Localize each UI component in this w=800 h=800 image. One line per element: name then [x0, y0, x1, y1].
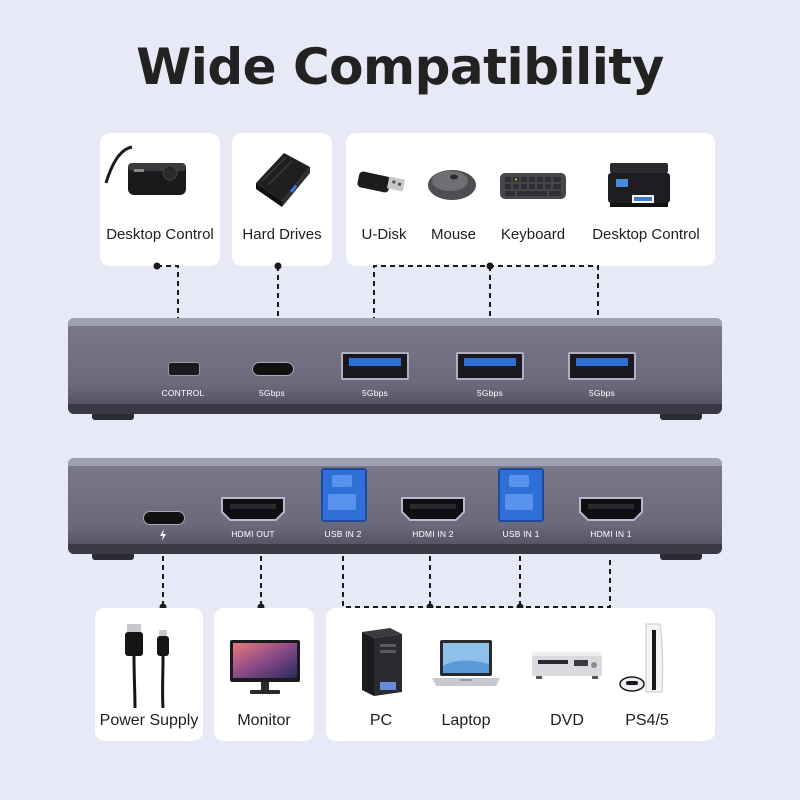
hdmi-in-2-label: HDMI IN 2 [412, 529, 454, 539]
usb-in-1-label: USB IN 1 [502, 529, 540, 539]
usb-b-in-1-port[interactable] [498, 468, 544, 522]
label-desktop-control-2: Desktop Control [592, 226, 700, 243]
printer-icon [608, 163, 670, 207]
hdmi-in-2-port[interactable] [400, 496, 466, 522]
usbc-port[interactable] [252, 362, 294, 376]
label-u-disk: U-Disk [361, 226, 407, 243]
label-desktop-control: Desktop Control [106, 226, 214, 243]
label-monitor: Monitor [237, 712, 291, 729]
lightning-bolt-icon [160, 529, 166, 541]
usb-a-port-1[interactable] [341, 352, 409, 380]
label-laptop: Laptop [441, 712, 491, 729]
mouse-icon [428, 170, 476, 200]
label-hard-drives: Hard Drives [242, 226, 322, 243]
control-port-label: CONTROL [161, 388, 205, 398]
foot [660, 414, 702, 420]
card-hosts: PC Laptop DVD PS4/5 [326, 608, 715, 741]
ps-console-icon [619, 623, 664, 693]
monitor-icon [230, 640, 300, 694]
usb-a-port-2[interactable] [456, 352, 524, 380]
hdmi-out-port[interactable] [220, 496, 286, 522]
card-desktop-control: Desktop Control [100, 133, 220, 266]
usb-a-port-3-label: 5Gbps [588, 388, 616, 398]
hdmi-in-1-label: HDMI IN 1 [590, 529, 632, 539]
laptop-icon [432, 640, 500, 686]
label-pc: PC [369, 712, 393, 729]
label-mouse: Mouse [430, 226, 477, 243]
usb-in-2-label: USB IN 2 [324, 529, 362, 539]
usb-b-in-2-port[interactable] [321, 468, 367, 522]
card-monitor: Monitor [214, 608, 314, 741]
usb-a-port-3[interactable] [568, 352, 636, 380]
hdmi-in-1-port[interactable] [578, 496, 644, 522]
dvd-player-icon [532, 652, 602, 679]
power-cable-icon [125, 624, 169, 708]
usb-a-port-1-label: 5Gbps [361, 388, 389, 398]
card-power-supply: Power Supply [95, 608, 203, 741]
usbc-port-label: 5Gbps [258, 388, 286, 398]
pc-tower-icon [362, 628, 402, 696]
hdmi-out-label: HDMI OUT [231, 529, 275, 539]
hard-drive-icon [256, 153, 310, 207]
card-hard-drives: Hard Drives [232, 133, 332, 266]
label-keyboard: Keyboard [500, 226, 566, 243]
keyboard-icon [500, 173, 566, 199]
power-port[interactable] [143, 511, 185, 525]
card-usb-devices: U-Disk Mouse Keyboard Desktop Control [346, 133, 715, 266]
page-title: Wide Compatibility [136, 38, 664, 96]
label-power-supply: Power Supply [99, 712, 199, 729]
u-disk-icon [357, 171, 406, 193]
foot [92, 554, 134, 560]
usb-a-port-2-label: 5Gbps [476, 388, 504, 398]
desktop-control-device-icon [104, 145, 186, 195]
label-ps: PS4/5 [625, 712, 669, 729]
foot [92, 414, 134, 420]
control-port[interactable] [168, 362, 200, 376]
foot [660, 554, 702, 560]
label-dvd: DVD [550, 712, 584, 729]
